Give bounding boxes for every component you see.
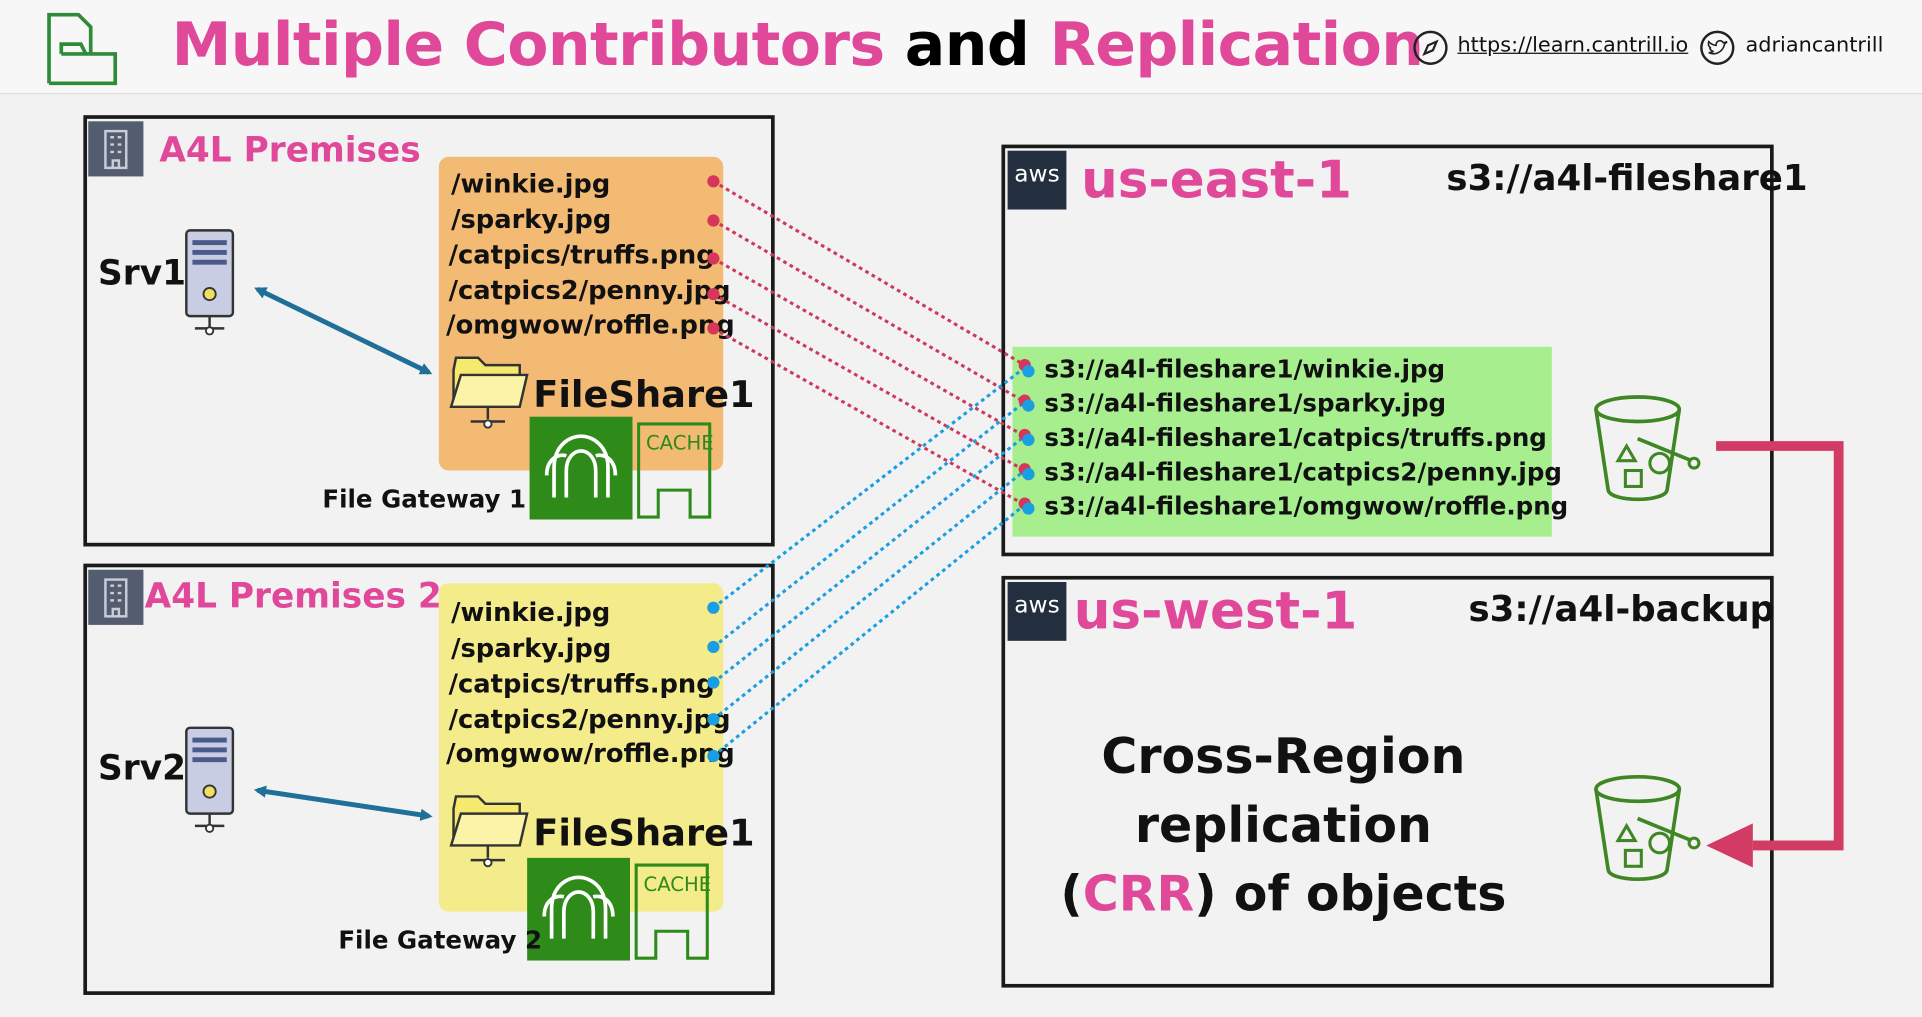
s3-objects-panel [1012, 346, 1552, 537]
premises-1-label: A4L Premises [159, 129, 421, 171]
aws-logo-text: aws [1014, 160, 1060, 188]
premises-2-label: A4L Premises 2 [144, 575, 442, 617]
twitter-bird-icon [1700, 30, 1735, 65]
region-east-name: us-east-1 [1081, 149, 1352, 210]
twitter-handle[interactable]: adriancantrill [1745, 33, 1884, 58]
title-part-1: Multiple Contributors [171, 9, 886, 80]
title-part-3: Replication [1049, 9, 1424, 80]
s3-object-item: s3://a4l-fileshare1/winkie.jpg [1044, 354, 1446, 384]
file-gateway-2-label: File Gateway 2 [338, 925, 543, 955]
s3-object-item: s3://a4l-fileshare1/catpics/truffs.png [1044, 422, 1547, 453]
network-folder-icon [449, 795, 529, 868]
crr-rest: ) of objects [1194, 866, 1507, 923]
page-title: Multiple Contributors and Replication [172, 10, 1424, 80]
file-item: /catpics/truffs.png [448, 240, 715, 270]
site-link[interactable]: https://learn.cantrill.io [1457, 33, 1689, 58]
server-tower-icon [185, 229, 235, 336]
s3-object-item: s3://a4l-fileshare1/omgwow/roffle.png [1044, 491, 1569, 521]
fileshare-2-panel [438, 583, 724, 912]
file-item: /omgwow/roffle.png [446, 310, 735, 340]
aws-logo-text: aws [1014, 591, 1060, 619]
header-bar: Multiple Contributors and Replication ht… [0, 0, 1922, 95]
title-part-2: and [904, 9, 1030, 80]
fileshare-1-name: FileShare1 [533, 373, 755, 417]
file-item: /sparky.jpg [451, 633, 612, 663]
aws-logo-icon: aws [1007, 150, 1067, 210]
region-west-name: us-west-1 [1073, 580, 1358, 641]
file-item: /winkie.jpg [451, 597, 611, 628]
bucket-west-label: s3://a4l-backup [1468, 588, 1776, 630]
file-item: /omgwow/roffle.png [446, 738, 735, 769]
region-west-box [1001, 575, 1774, 988]
office-building-icon [88, 121, 144, 177]
cache-disk-icon [637, 422, 712, 519]
storage-gateway-icon [529, 416, 633, 520]
server-tower-icon [185, 726, 235, 833]
file-item: /catpics/truffs.png [448, 669, 715, 699]
server-2-label: Srv2 [98, 747, 186, 788]
cache-label: CACHE [643, 872, 712, 896]
aws-logo-icon: aws [1007, 582, 1067, 641]
file-item: /catpics2/penny.jpg [448, 275, 731, 306]
crr-description: Cross-Region replication (CRR) of object… [1003, 723, 1564, 929]
file-gateway-1-label: File Gateway 1 [322, 483, 527, 514]
cache-label: CACHE [645, 431, 714, 455]
file-item: /catpics2/penny.jpg [448, 704, 731, 734]
crr-line-1: Cross-Region [1101, 729, 1466, 786]
storage-gateway-icon [527, 857, 631, 961]
s3-bucket-icon [1594, 395, 1701, 502]
server-1-label: Srv1 [98, 252, 186, 293]
bucket-east-label: s3://a4l-fileshare1 [1446, 156, 1808, 199]
compass-icon [1413, 30, 1448, 65]
office-building-icon [88, 569, 144, 625]
crr-acronym: CRR [1082, 866, 1195, 923]
crr-line-3: (CRR) of objects [1003, 860, 1564, 929]
network-folder-icon [449, 356, 529, 429]
file-item: /sparky.jpg [451, 204, 612, 235]
crr-line-2: replication [1134, 797, 1432, 855]
fileshare-2-name: FileShare1 [533, 812, 755, 856]
s3-object-item: s3://a4l-fileshare1/catpics2/penny.jpg [1044, 457, 1562, 487]
file-item: /winkie.jpg [451, 169, 611, 199]
s3-object-item: s3://a4l-fileshare1/sparky.jpg [1044, 388, 1447, 418]
folder-outline-icon [47, 12, 118, 86]
s3-bucket-icon [1594, 775, 1701, 881]
cache-disk-icon [634, 863, 709, 960]
crr-open: ( [1060, 866, 1083, 923]
